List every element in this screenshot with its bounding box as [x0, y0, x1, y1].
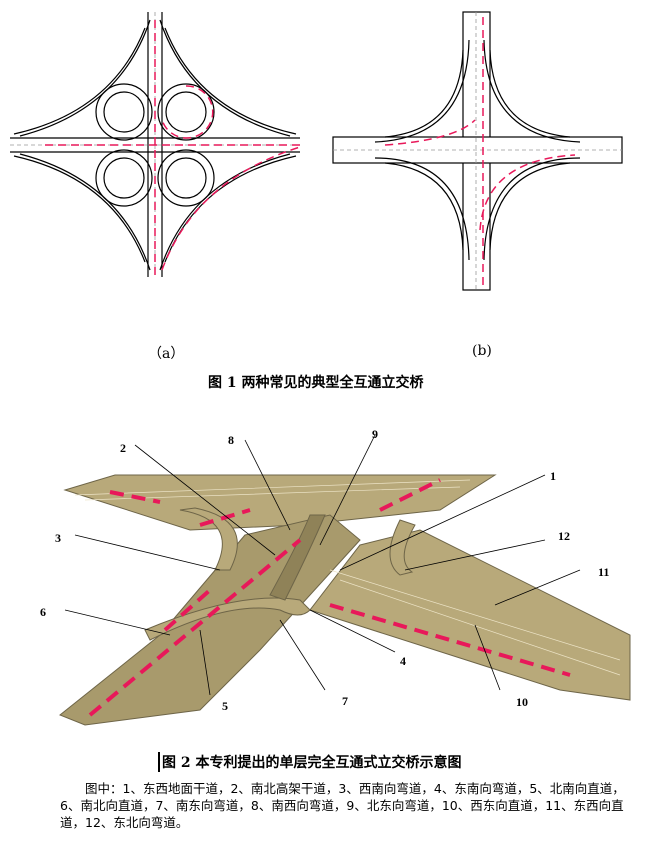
figure-2-caption: 图 2 本专利提出的单层完全互通式立交桥示意图 — [158, 752, 462, 772]
subfigure-label-b: (b) — [472, 343, 492, 359]
callout-12: 12 — [558, 529, 570, 543]
figure-2-legend-text: 图中：1、东西地面干道，2、南北高架干道，3、西南向弯道，4、东南向弯道，5、北… — [60, 781, 625, 830]
callout-3: 3 — [55, 531, 61, 545]
callout-10: 10 — [516, 695, 528, 709]
callout-9: 9 — [372, 427, 378, 441]
callout-5: 5 — [222, 699, 228, 713]
callout-2: 2 — [120, 441, 126, 455]
callout-11: 11 — [598, 565, 609, 579]
figure-1a-cloverleaf-diagram — [10, 12, 301, 277]
callout-1: 1 — [550, 469, 556, 483]
callout-8: 8 — [228, 433, 234, 447]
callout-7: 7 — [342, 694, 348, 708]
subfigure-label-a: （a） — [148, 346, 185, 362]
callout-4: 4 — [400, 654, 406, 668]
figure-1-caption: 图 1 两种常见的典型全互通立交桥 — [208, 375, 424, 391]
callout-6: 6 — [40, 605, 46, 619]
figure-2-interchange-illustration: 1 2 3 4 5 6 7 8 9 10 11 12 — [40, 427, 631, 726]
figure-1b-interchange-diagram — [332, 11, 623, 291]
